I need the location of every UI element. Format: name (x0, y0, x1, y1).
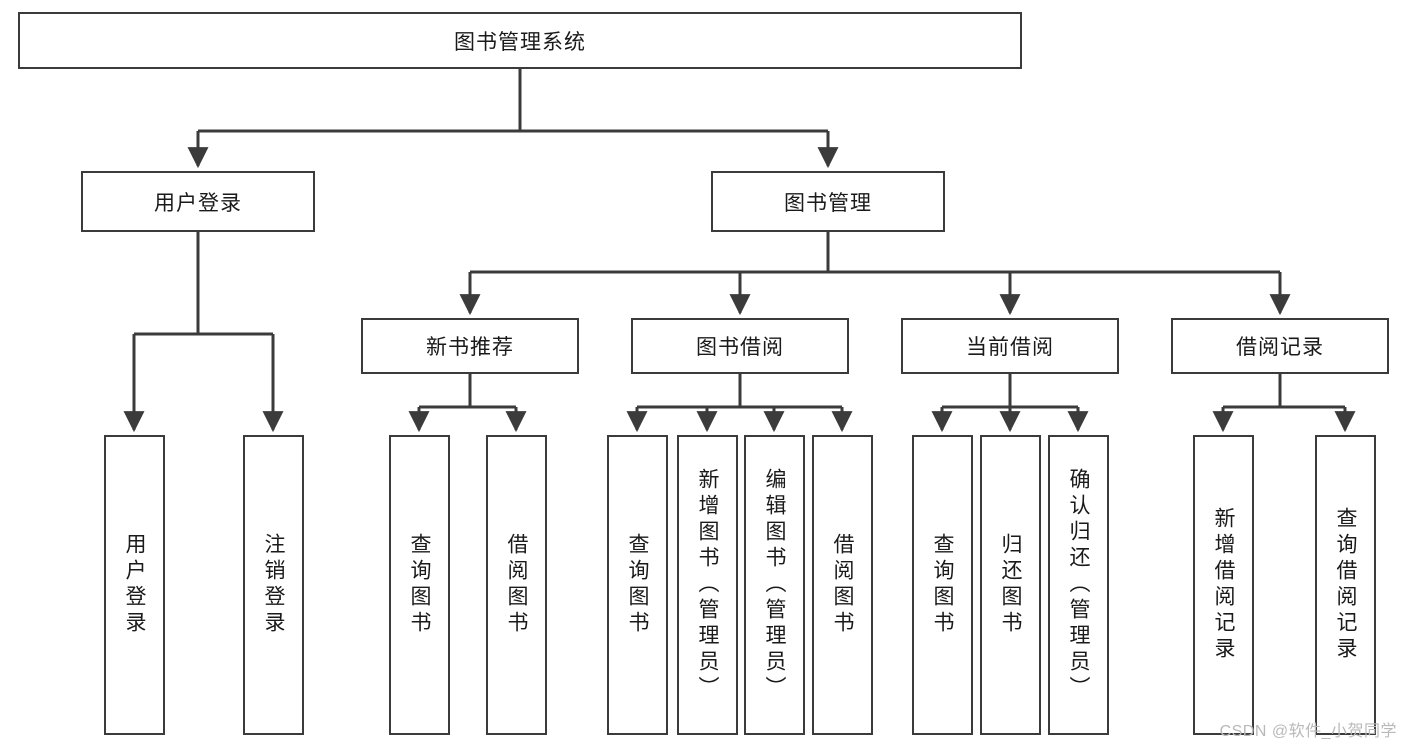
node-leaf-user-login[interactable]: 用户登录 (104, 435, 165, 735)
node-new-book-recommendation-label: 新书推荐 (426, 336, 514, 359)
node-leaf-return-book-label: 归还图书 (999, 533, 1022, 637)
node-user-login[interactable]: 用户登录 (81, 171, 315, 232)
node-root-label: 图书管理系统 (454, 30, 586, 54)
node-leaf-confirm-return-admin-label: 确认归还（管理员） (1067, 468, 1090, 702)
node-leaf-logout-label: 注销登录 (262, 533, 285, 637)
node-leaf-borrow-book-rec-label: 借阅图书 (505, 533, 528, 637)
node-leaf-borrow-book-rec[interactable]: 借阅图书 (486, 435, 547, 735)
node-leaf-query-borrow-record[interactable]: 查询借阅记录 (1315, 435, 1376, 735)
node-new-book-recommendation[interactable]: 新书推荐 (361, 318, 579, 374)
node-leaf-borrow-book-label: 借阅图书 (831, 533, 854, 637)
node-leaf-query-book-rec[interactable]: 查询图书 (389, 435, 450, 735)
node-book-borrow[interactable]: 图书借阅 (631, 318, 849, 374)
node-leaf-confirm-return-admin[interactable]: 确认归还（管理员） (1048, 435, 1109, 735)
node-leaf-query-book-borrow-label: 查询图书 (626, 533, 649, 637)
node-leaf-edit-book-admin[interactable]: 编辑图书（管理员） (744, 435, 805, 735)
node-leaf-logout[interactable]: 注销登录 (243, 435, 304, 735)
node-leaf-query-borrow-record-label: 查询借阅记录 (1334, 507, 1357, 663)
node-root[interactable]: 图书管理系统 (18, 12, 1022, 69)
node-book-management[interactable]: 图书管理 (711, 171, 945, 232)
node-current-borrow-label: 当前借阅 (966, 336, 1054, 359)
node-leaf-add-book-admin-label: 新增图书（管理员） (696, 468, 719, 702)
node-user-login-label: 用户登录 (154, 191, 242, 215)
node-leaf-query-book-current[interactable]: 查询图书 (912, 435, 973, 735)
node-book-management-label: 图书管理 (784, 191, 872, 215)
node-leaf-add-book-admin[interactable]: 新增图书（管理员） (677, 435, 738, 735)
node-book-borrow-label: 图书借阅 (696, 336, 784, 359)
node-leaf-add-borrow-record[interactable]: 新增借阅记录 (1193, 435, 1254, 735)
node-leaf-query-book-rec-label: 查询图书 (408, 533, 431, 637)
node-leaf-query-book-current-label: 查询图书 (931, 533, 954, 637)
node-borrow-record[interactable]: 借阅记录 (1171, 318, 1389, 374)
node-leaf-edit-book-admin-label: 编辑图书（管理员） (763, 468, 786, 702)
node-leaf-return-book[interactable]: 归还图书 (980, 435, 1041, 735)
node-leaf-user-login-label: 用户登录 (123, 533, 146, 637)
node-leaf-borrow-book[interactable]: 借阅图书 (812, 435, 873, 735)
node-leaf-add-borrow-record-label: 新增借阅记录 (1212, 507, 1235, 663)
node-borrow-record-label: 借阅记录 (1236, 336, 1324, 359)
node-leaf-query-book-borrow[interactable]: 查询图书 (607, 435, 668, 735)
node-current-borrow[interactable]: 当前借阅 (901, 318, 1119, 374)
